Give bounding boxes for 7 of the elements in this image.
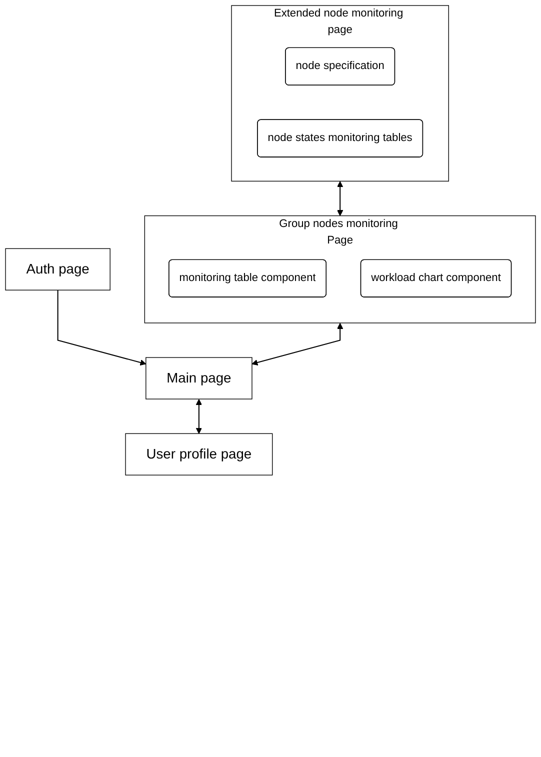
node-box: Main page [146, 357, 252, 400]
arrow [57, 290, 146, 366]
arrow [196, 399, 202, 434]
arrow [252, 322, 344, 366]
node-box: Auth page [5, 248, 110, 290]
arrow [337, 181, 344, 216]
node-box: User profile page [125, 433, 273, 476]
